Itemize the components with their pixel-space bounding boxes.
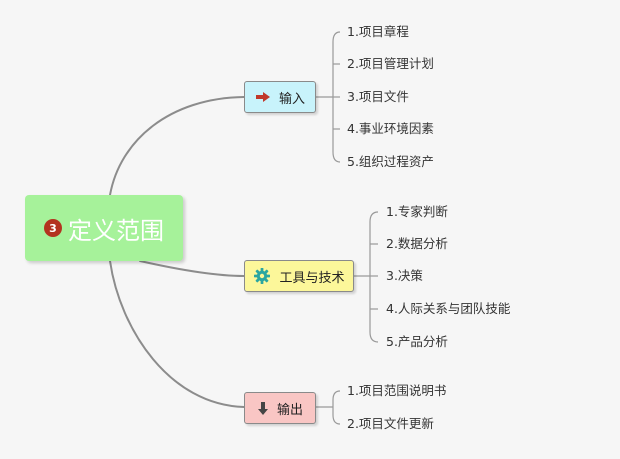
branch-input-label: 输入 — [278, 91, 305, 107]
leaf-output-1[interactable]: 1.项目范围说明书 — [347, 383, 447, 398]
number-badge: 3 — [44, 219, 62, 237]
branch-tools[interactable]: 工具与技术 — [244, 260, 354, 292]
branch-input[interactable]: 输入 — [244, 81, 316, 113]
right-arrow-icon — [255, 91, 271, 103]
branch-output[interactable]: 输出 — [244, 392, 316, 424]
down-arrow-icon — [257, 401, 269, 416]
branch-output-label: 输出 — [276, 402, 303, 418]
central-title: 定义范围 — [68, 216, 164, 245]
leaf-input-4[interactable]: 4.事业环境因素 — [347, 121, 434, 136]
leaf-input-5[interactable]: 5.组织过程资产 — [347, 154, 434, 169]
leaf-input-2[interactable]: 2.项目管理计划 — [347, 56, 434, 71]
leaf-tools-5[interactable]: 5.产品分析 — [386, 334, 448, 349]
leaf-input-3[interactable]: 3.项目文件 — [347, 89, 409, 104]
branch-tools-label: 工具与技术 — [279, 270, 345, 286]
gear-icon — [253, 267, 271, 285]
leaf-output-2[interactable]: 2.项目文件更新 — [347, 416, 434, 431]
leaf-tools-2[interactable]: 2.数据分析 — [386, 236, 448, 251]
central-topic[interactable]: 3 定义范围 — [25, 195, 183, 261]
leaf-input-1[interactable]: 1.项目章程 — [347, 24, 409, 39]
leaf-tools-4[interactable]: 4.人际关系与团队技能 — [386, 301, 511, 316]
leaf-tools-3[interactable]: 3.决策 — [386, 268, 423, 283]
leaf-tools-1[interactable]: 1.专家判断 — [386, 204, 448, 219]
